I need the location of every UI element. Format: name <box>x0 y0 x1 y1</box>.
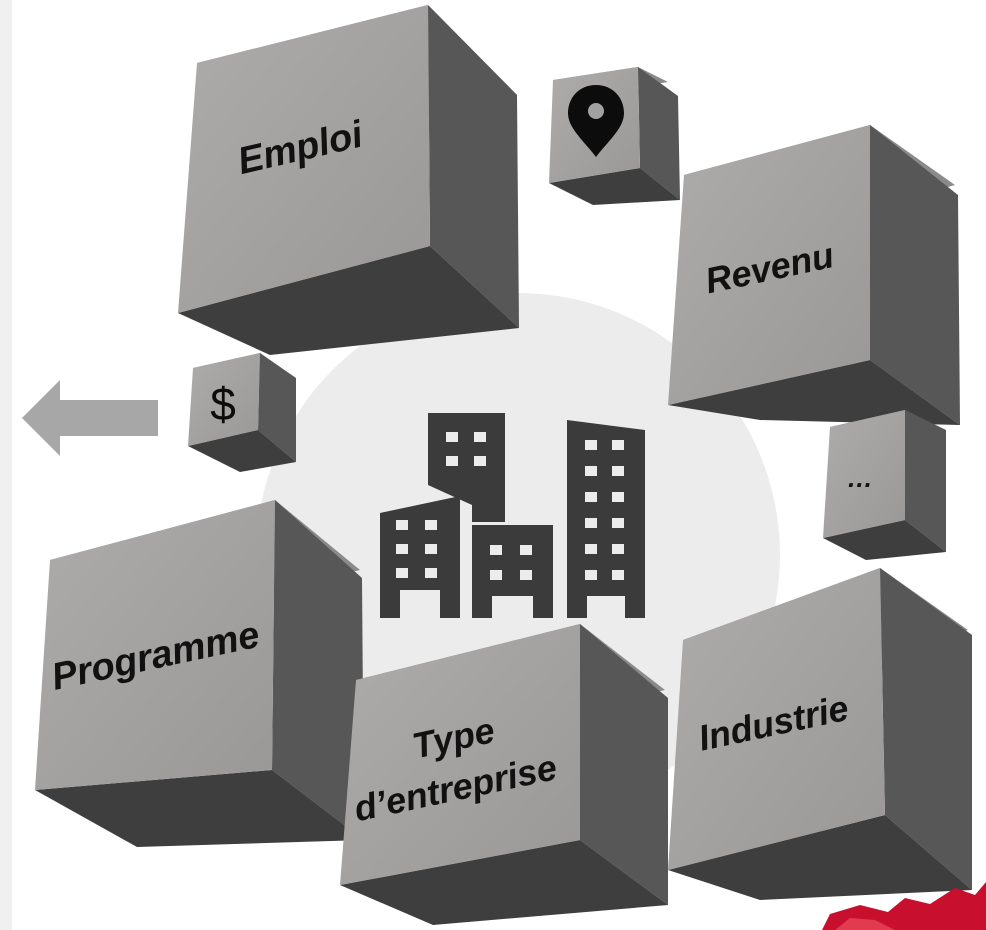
cube-more-label: … <box>847 463 873 493</box>
cube-emploi: Emploi <box>178 5 519 355</box>
location-pin-icon <box>568 85 624 157</box>
cube-industrie: Industrie <box>668 568 972 900</box>
cube-dollar: $ <box>188 353 296 472</box>
left-margin-strip <box>0 0 12 930</box>
office-buildings-icon <box>380 413 645 618</box>
cube-location <box>549 67 680 205</box>
cube-revenu: Revenu <box>668 125 960 425</box>
left-arrow-icon <box>22 380 158 456</box>
dollar-sign-icon: $ <box>210 378 236 430</box>
cube-type-entreprise: Type d’entreprise <box>340 624 668 925</box>
cube-more: … <box>823 410 946 560</box>
cube-programme: Programme <box>35 500 364 847</box>
maple-leaf-icon <box>822 882 986 930</box>
